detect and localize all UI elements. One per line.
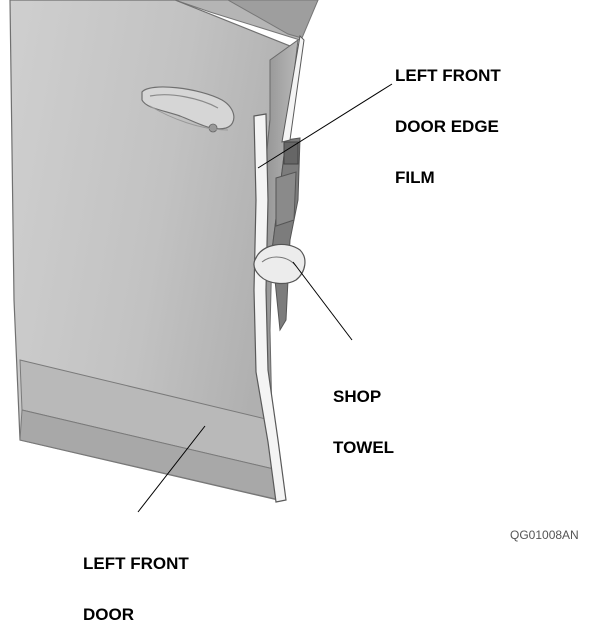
callout-front-door-line1: LEFT FRONT xyxy=(83,554,189,573)
callout-front-door-line2: DOOR xyxy=(83,605,134,624)
door-edge-film-diagram xyxy=(9,0,393,513)
callout-shop-towel-line1: SHOP xyxy=(333,387,382,406)
callout-door-edge-film-line1: LEFT FRONT xyxy=(395,66,501,85)
callout-shop-towel: SHOP TOWEL xyxy=(333,354,394,473)
callout-front-door: LEFT FRONT DOOR xyxy=(83,521,189,640)
door-edge-film-strip xyxy=(253,113,287,503)
leader-line-door-edge-film xyxy=(257,83,393,169)
door-check-strap xyxy=(275,171,297,227)
keyhole-icon xyxy=(208,123,218,133)
callout-door-edge-film: LEFT FRONT DOOR EDGE FILM xyxy=(395,33,501,203)
door-edge-film-upper xyxy=(281,34,305,143)
door-handle-recess xyxy=(149,94,219,109)
shop-towel-icon xyxy=(253,243,306,285)
figure-code: QG01008AN xyxy=(510,528,579,542)
striker-bracket xyxy=(283,141,299,165)
door-handle xyxy=(141,86,235,130)
handle-shadow xyxy=(149,105,229,131)
callout-shop-towel-line2: TOWEL xyxy=(333,438,395,457)
callout-door-edge-film-line2: DOOR EDGE xyxy=(395,117,499,136)
callout-door-edge-film-line3: FILM xyxy=(395,168,435,187)
leader-line-front-door xyxy=(137,425,206,513)
leader-line-shop-towel xyxy=(292,261,353,341)
